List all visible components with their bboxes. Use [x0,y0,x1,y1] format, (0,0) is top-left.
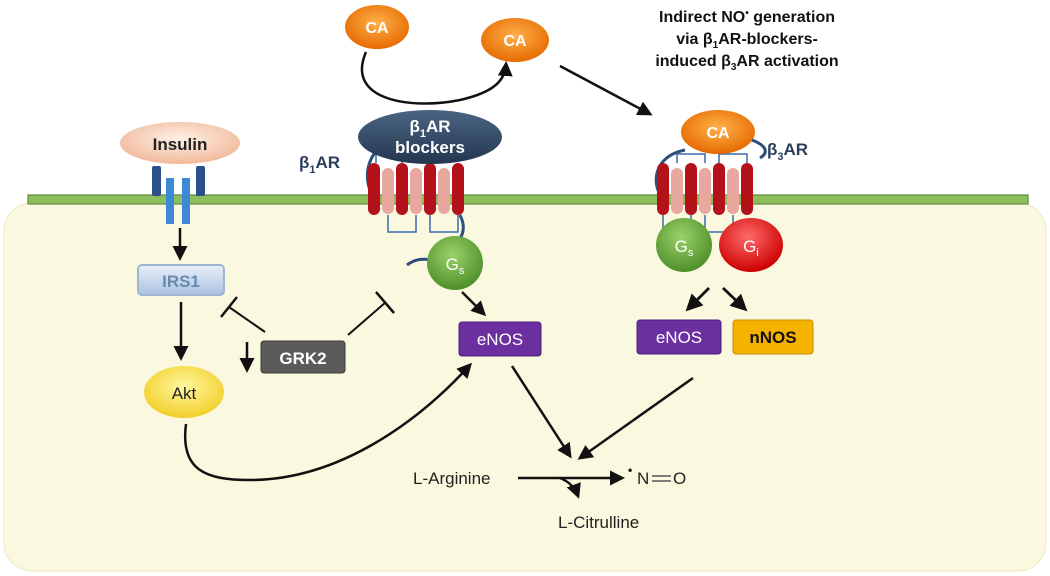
nnos-label: nNOS [749,328,796,347]
l-arginine-label: L-Arginine [413,469,491,488]
no-n-label: N [637,469,649,488]
no-o-label: O [673,469,686,488]
insulin-label: Insulin [153,135,208,154]
gs-beta3 [656,218,712,272]
enos-left-label: eNOS [477,330,523,349]
gs-beta1 [427,236,483,290]
inhibition-grk2-to-irs1 [220,296,266,333]
gi-beta3-label: Gi [743,237,759,259]
grk2-label: GRK2 [279,349,326,368]
ca-middle [481,18,549,62]
inhibition-grk2-to-beta1ar [347,291,395,336]
plasma-membrane [27,194,1029,205]
ca-left-label: CA [365,20,389,37]
nnos-box [732,319,814,355]
beta1ar-blockers [358,110,502,164]
irs1-label: IRS1 [162,272,200,291]
title-block: Indirect NO• generation via β1AR-blocker… [655,8,838,73]
title-line1: Indirect NO• generation [659,8,835,26]
arrow-g-to-nnos [722,286,748,312]
title-line2: via β1AR-blockers- [676,31,818,51]
enos-right-box [636,319,722,355]
akt-ellipse [144,366,224,418]
beta3ar-ca-link [751,138,767,160]
no-radical-dot: • [628,463,632,477]
arrow-enos-left-to-reaction [510,365,572,459]
ca-right [681,110,755,154]
ca-left [345,5,409,49]
ca-right-label: CA [706,125,730,142]
arrow-gs-to-enos [461,291,487,317]
gs-beta3-label: Gs [675,237,694,259]
arrow-enos-right-to-reaction [577,376,694,460]
arrow-akt-to-enos [183,362,473,482]
grk2-box [260,340,346,374]
title-line3: induced β3AR activation [655,53,838,73]
akt-label: Akt [172,384,197,403]
enos-right-label: eNOS [656,328,702,347]
beta1ar-label: β1AR [299,153,340,176]
enos-left-box [458,321,542,357]
arrow-g-to-enos-right [685,287,710,312]
irs1-box [137,264,225,296]
ca-middle-label: CA [503,33,527,50]
beta3ar-label: β3AR [767,140,808,163]
blockers-label-line2: blockers [395,138,465,157]
arrow-to-citrulline [559,476,581,499]
gs-beta1-label: Gs [446,255,465,277]
insulin-receptor [152,166,205,224]
blockers-label-line1: β1AR [409,117,450,140]
insulin-ligand [120,122,240,164]
l-citrulline-label: L-Citrulline [558,513,639,532]
arrow-ca-cycle [360,51,513,105]
arrow-ca-to-beta3ar [559,64,653,116]
gi-beta3 [719,218,783,272]
